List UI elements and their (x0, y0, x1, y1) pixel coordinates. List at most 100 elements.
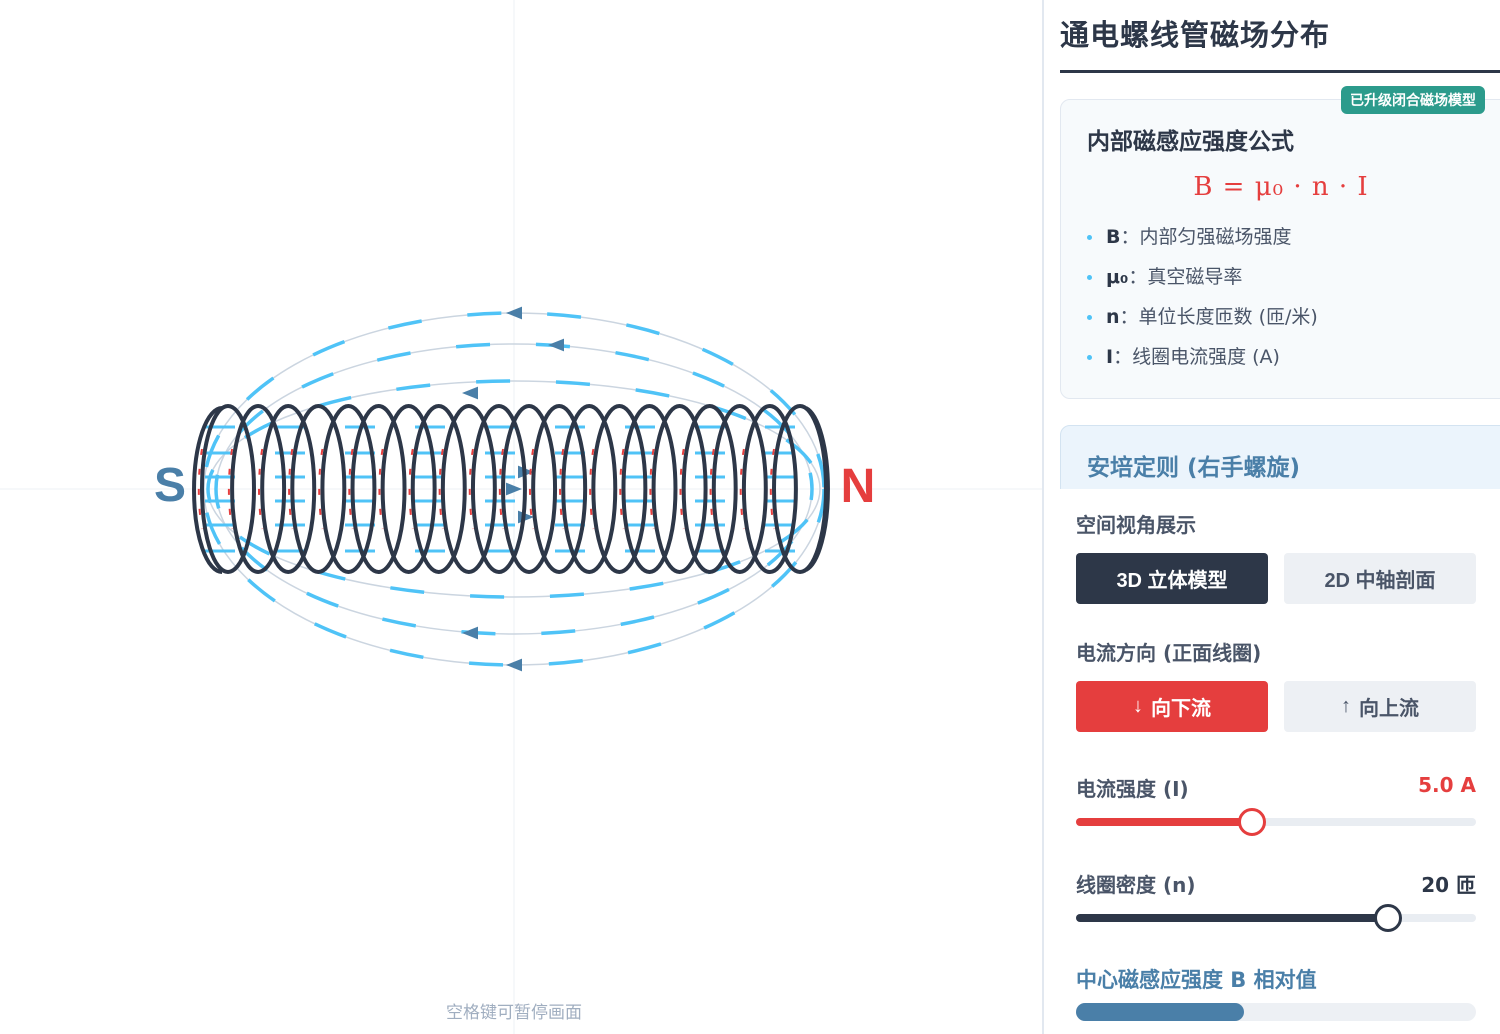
current-slider-fill (1076, 818, 1252, 826)
coil-turn (711, 404, 768, 574)
coil-turn (290, 404, 347, 574)
coil-current-marker (739, 448, 745, 530)
coil-current-marker (559, 448, 565, 530)
coil-turn (380, 404, 437, 574)
definition-symbol: μ₀ (1106, 266, 1129, 288)
definition-text: ：内部匀强磁场强度 (1120, 226, 1292, 248)
definition-symbol: B (1106, 226, 1121, 248)
bullet-icon (1087, 235, 1092, 240)
panel-title: 通电螺线管磁场分布 (1060, 18, 1331, 52)
coil-current-marker (769, 448, 775, 530)
density-slider-fill (1076, 914, 1388, 922)
coil-turn (230, 404, 287, 574)
pause-hint: 空格键可暂停画面 (446, 1003, 582, 1023)
field-loop-line (206, 379, 822, 599)
formula-text: B = μ₀ · n · I (1193, 172, 1369, 202)
coil-turn (681, 404, 738, 574)
direction-down-button[interactable]: ↓ 向下流 (1076, 681, 1268, 732)
coil-current-marker (227, 448, 234, 530)
coil-current-marker (438, 448, 444, 530)
density-label: 线圈密度 (n) (1076, 873, 1196, 897)
definition-text: ：单位长度匝数 (匝/米) (1119, 306, 1318, 328)
coil-turn (260, 404, 317, 574)
field-strength-bar-fill (1076, 1003, 1244, 1021)
formula-heading: 内部磁感应强度公式 (1087, 129, 1294, 155)
current-value: 5.0 A (1418, 773, 1476, 797)
coil-current-marker (679, 448, 685, 530)
coil-turn (501, 404, 558, 574)
coil-end-right (804, 406, 830, 572)
field-arrow-icon (506, 658, 522, 672)
field-strength-label: 中心磁感应强度 B 相对值 (1076, 968, 1317, 992)
bullet-icon (1087, 355, 1092, 360)
coil-turn (531, 404, 588, 574)
arrow-down-icon: ↓ (1133, 695, 1143, 717)
definition-item: B：内部匀强磁场强度 (1087, 222, 1318, 262)
field-loop-line (214, 342, 814, 636)
field-arrow-icon (462, 386, 478, 400)
density-slider-thumb[interactable] (1374, 904, 1402, 932)
coil-end-left (192, 406, 223, 574)
field-arrow-icon (548, 338, 564, 352)
field-strength-bar (1076, 1003, 1476, 1021)
control-panel: 通电螺线管磁场分布 已升级闭合磁场模型 内部磁感应强度公式 B = μ₀ · n… (1042, 0, 1500, 1034)
formula-card: 已升级闭合磁场模型 内部磁感应强度公式 B = μ₀ · n · I B：内部匀… (1060, 86, 1500, 399)
field-arrow-icon (462, 626, 478, 640)
coil-current-marker (498, 448, 505, 530)
field-arrow-icon (506, 306, 522, 320)
direction-down-label: 向下流 (1151, 698, 1211, 720)
model-badge: 已升级闭合磁场模型 (1341, 86, 1485, 114)
coil-current-marker (619, 448, 625, 530)
coil-turn (561, 404, 618, 574)
coil-turn (410, 404, 467, 574)
coil-turn (350, 404, 407, 574)
view-label: 空间视角展示 (1076, 513, 1196, 537)
pole-north-label: N (841, 460, 876, 513)
density-value: 20 匝 (1421, 873, 1476, 897)
coil-turn (200, 404, 256, 574)
definition-item: μ₀：真空磁导率 (1087, 262, 1318, 302)
current-slider-thumb[interactable] (1238, 808, 1266, 836)
field-arrow-icon (506, 482, 522, 496)
arrow-up-icon: ↑ (1341, 695, 1351, 717)
title-divider (1060, 70, 1500, 73)
coil-current-marker (258, 448, 264, 530)
coil-turn (621, 404, 678, 574)
coil-turn (651, 404, 708, 574)
definition-list: B：内部匀强磁场强度 μ₀：真空磁导率 n：单位长度匝数 (匝/米) I：线圈电… (1087, 222, 1318, 382)
view-2d-button[interactable]: 2D 中轴剖面 (1284, 553, 1476, 604)
ampere-rule-heading: 安培定则 (右手螺旋) (1087, 455, 1301, 481)
definition-symbol: I (1106, 346, 1114, 368)
coil-turn (440, 404, 497, 574)
coil-current-marker (378, 448, 384, 530)
direction-up-button[interactable]: ↑ 向上流 (1284, 681, 1476, 732)
coil-current-marker (649, 448, 655, 530)
coil-current-marker (528, 448, 535, 530)
direction-label: 电流方向 (正面线圈) (1076, 641, 1262, 665)
definition-item: I：线圈电流强度 (A) (1087, 342, 1318, 382)
density-slider[interactable] (1076, 904, 1476, 932)
coil-current-marker (589, 448, 595, 530)
controls-section: 空间视角展示 3D 立体模型 2D 中轴剖面 电流方向 (正面线圈) ↓ 向下流… (1044, 489, 1500, 1034)
coil-turn (470, 404, 527, 574)
coil-current-marker (288, 448, 294, 530)
coil-current-marker (348, 448, 354, 530)
coil-current-marker (197, 448, 203, 530)
current-slider[interactable] (1076, 808, 1476, 836)
view-3d-button[interactable]: 3D 立体模型 (1076, 553, 1268, 604)
coil-turn (741, 404, 798, 574)
coil-turn (320, 404, 377, 574)
bullet-icon (1087, 275, 1092, 280)
pole-south-label: S (154, 459, 186, 512)
direction-up-label: 向上流 (1359, 698, 1419, 720)
definition-text: ：真空磁导率 (1128, 266, 1243, 288)
definition-item: n：单位长度匝数 (匝/米) (1087, 302, 1318, 342)
coil-current-marker (468, 448, 474, 530)
definition-text: ：线圈电流强度 (A) (1113, 346, 1280, 368)
definition-symbol: n (1106, 306, 1120, 328)
coil-current-marker (709, 448, 715, 530)
coil-current-marker (408, 448, 414, 530)
current-label: 电流强度 (I) (1076, 777, 1189, 801)
